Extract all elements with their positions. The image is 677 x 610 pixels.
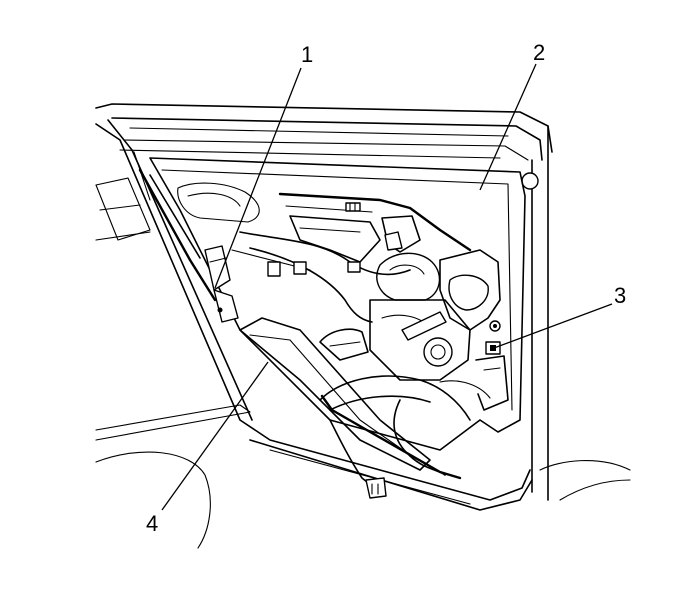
callout-4: 4 <box>146 511 158 536</box>
callout-2: 2 <box>533 40 545 65</box>
callout-labels: 1 2 3 4 <box>146 40 626 536</box>
leader-line-4 <box>161 361 269 511</box>
door-frame <box>95 103 553 511</box>
leader-line-2 <box>479 63 537 191</box>
callout-1: 1 <box>301 42 313 67</box>
leader-line-1 <box>214 67 302 289</box>
callout-3: 3 <box>614 283 626 308</box>
handle-linkage <box>138 168 239 323</box>
leader-line-3 <box>493 303 613 349</box>
callout-leaders <box>161 63 613 511</box>
regulator-mechanism <box>231 215 509 411</box>
vehicle-body-background <box>95 177 631 549</box>
inner-panel <box>149 157 526 451</box>
wiring-harness <box>239 317 491 499</box>
